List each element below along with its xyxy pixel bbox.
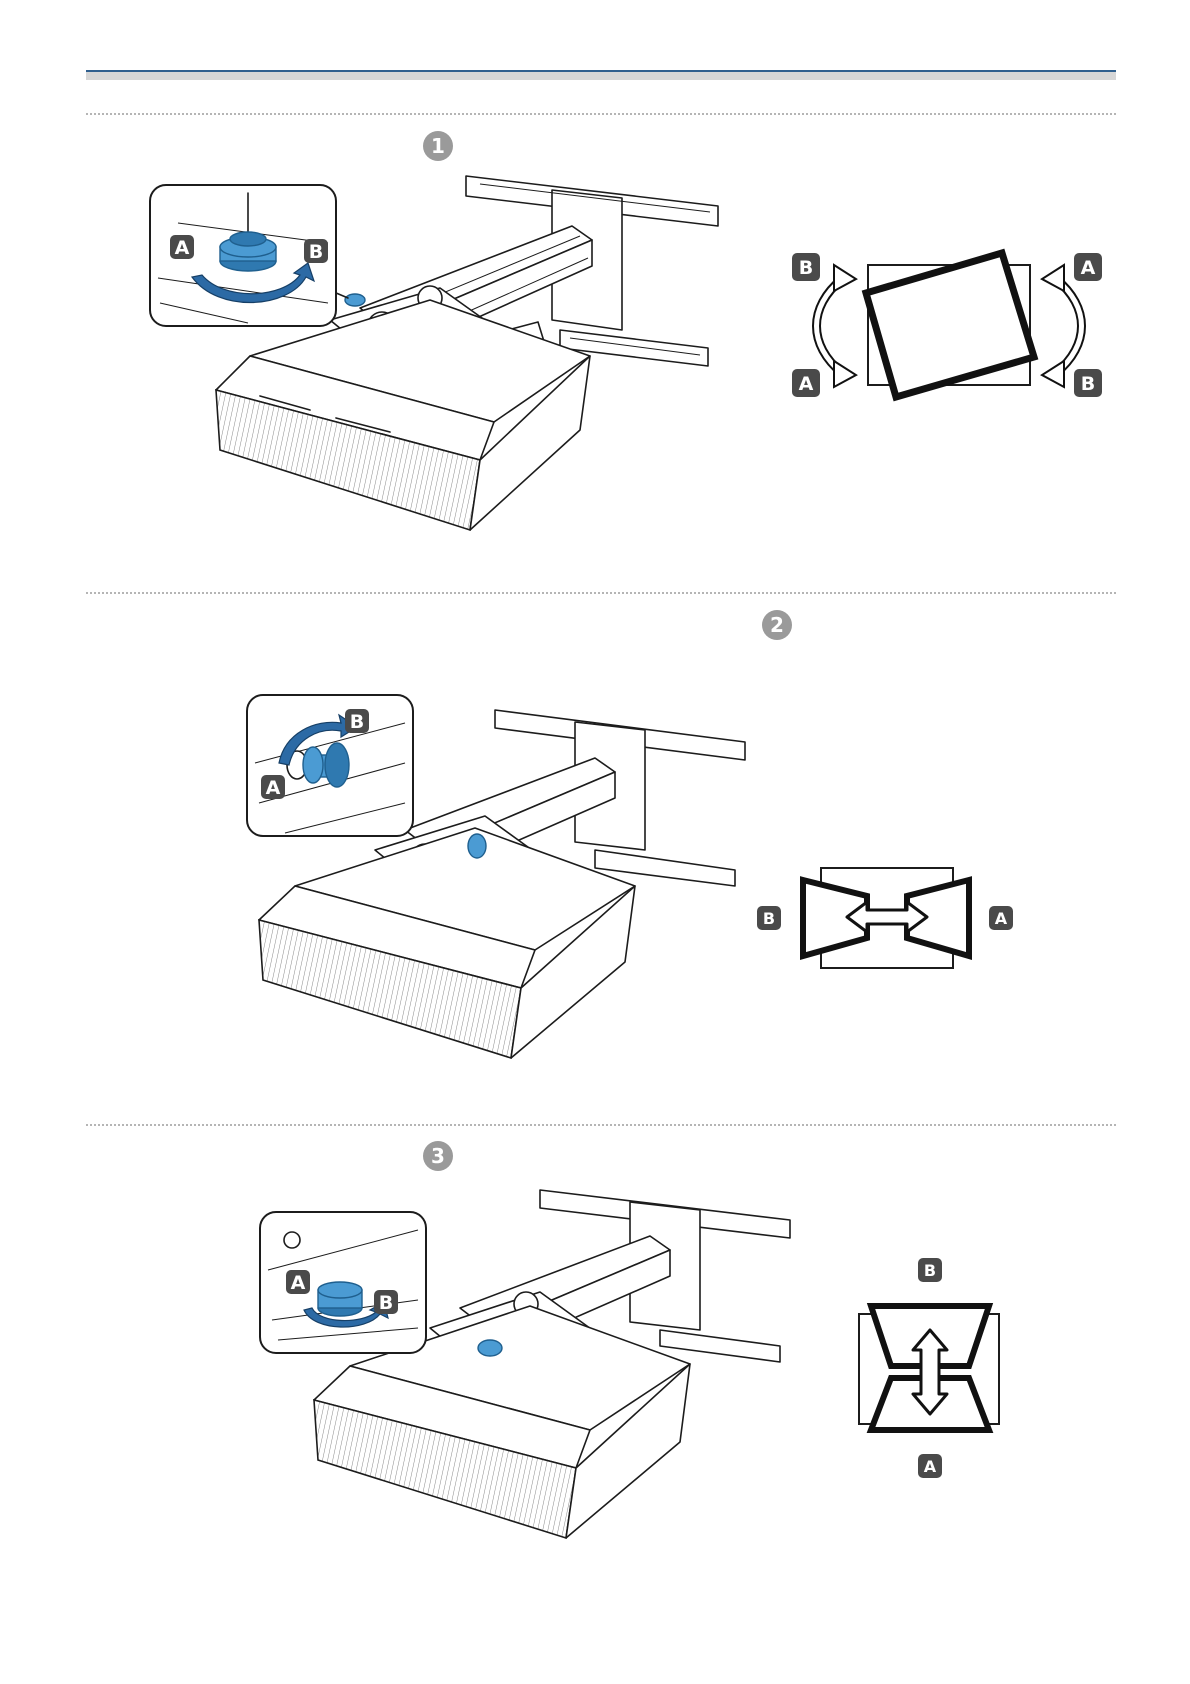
section-divider: [86, 1124, 1116, 1126]
svg-text:A: A: [291, 1272, 306, 1294]
callout-a: A: [261, 775, 285, 799]
diagram-label-b: B: [918, 1258, 942, 1282]
svg-text:B: B: [924, 1261, 936, 1280]
svg-text:B: B: [309, 241, 323, 263]
vertical-adjust-knob: [478, 1340, 502, 1356]
svg-text:A: A: [995, 909, 1008, 928]
roll-adjust-knob: [345, 294, 365, 306]
step-number-1: 1: [423, 131, 453, 161]
diagram-label-a: A: [792, 369, 820, 397]
step-number-2: 2: [762, 610, 792, 640]
svg-text:A: A: [924, 1457, 937, 1476]
svg-text:B: B: [763, 909, 775, 928]
diagram-label-a: A: [1074, 253, 1102, 281]
svg-text:A: A: [1081, 257, 1096, 279]
svg-text:B: B: [799, 257, 813, 279]
svg-text:A: A: [266, 777, 281, 799]
header-rule: [86, 70, 1116, 80]
knob-closeup-inset-2: B A: [245, 693, 415, 838]
header-rule-gray: [86, 72, 1116, 80]
callout-a: A: [286, 1270, 310, 1294]
svg-text:B: B: [1081, 373, 1095, 395]
svg-text:B: B: [350, 711, 364, 733]
svg-text:A: A: [175, 237, 190, 259]
svg-text:A: A: [799, 373, 814, 395]
step-number-3: 3: [423, 1141, 453, 1171]
svg-text:B: B: [379, 1292, 393, 1314]
diagram-label-b: B: [757, 906, 781, 930]
callout-b: B: [304, 239, 328, 263]
knob-closeup-inset-3: A B: [258, 1210, 428, 1355]
section-divider: [86, 113, 1116, 115]
section-divider: [86, 592, 1116, 594]
double-arrow-icon: [913, 1330, 947, 1414]
knob-closeup-inset-1: A B: [148, 183, 338, 328]
callout-b: B: [374, 1290, 398, 1314]
diagram-label-b: B: [1074, 369, 1102, 397]
projector-body: [259, 828, 635, 1058]
horizontal-keystone-diagram: B A: [755, 862, 1015, 972]
roll-adjust-diagram: B A A B: [780, 245, 1110, 405]
diagram-label-a: A: [918, 1454, 942, 1478]
diagram-label-a: A: [989, 906, 1013, 930]
callout-b: B: [345, 709, 369, 733]
tilted-image: [866, 253, 1034, 397]
vertical-keystone-diagram: B A: [855, 1258, 1005, 1480]
callout-a: A: [170, 235, 194, 259]
horizontal-adjust-knob: [468, 834, 486, 858]
double-arrow-icon: [847, 902, 927, 932]
diagram-label-b: B: [792, 253, 820, 281]
